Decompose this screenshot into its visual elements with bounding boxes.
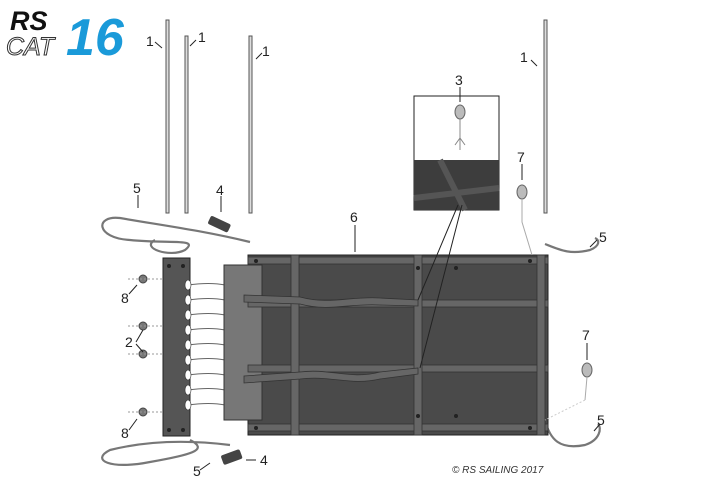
label-block-top: 7 bbox=[517, 149, 525, 165]
label-pole-c: 1 bbox=[262, 43, 270, 59]
ropes bbox=[101, 216, 601, 466]
detail-inset bbox=[413, 95, 500, 369]
label-rope-bottom-left: 5 bbox=[193, 463, 201, 479]
label-rope-top-right: 5 bbox=[599, 229, 607, 245]
front-pocket bbox=[223, 264, 263, 421]
label-bolt-bottom: 8 bbox=[121, 425, 129, 441]
block-bottom bbox=[544, 362, 593, 421]
copyright: © RS SAILING 2017 bbox=[452, 465, 544, 476]
label-cleat-bottom: 4 bbox=[260, 452, 268, 468]
cleat-bottom bbox=[221, 449, 243, 465]
label-lacing: 2 bbox=[125, 334, 133, 350]
rs-cat16-logo: RS CAT 16 bbox=[6, 6, 125, 67]
logo-cat: CAT bbox=[6, 33, 56, 61]
label-rope-top-left: 5 bbox=[133, 180, 141, 196]
label-detail: 3 bbox=[455, 72, 463, 88]
label-pole-b: 1 bbox=[198, 29, 206, 45]
logo-16: 16 bbox=[66, 9, 125, 67]
logo-rs: RS bbox=[10, 6, 48, 36]
label-pole-a: 1 bbox=[146, 33, 154, 49]
label-block-bottom: 7 bbox=[582, 327, 590, 343]
label-rope-bottom-right: 5 bbox=[597, 412, 605, 428]
label-trampoline: 6 bbox=[350, 209, 358, 225]
label-cleat-top: 4 bbox=[216, 182, 224, 198]
trampoline bbox=[223, 254, 549, 436]
label-bolt-top: 8 bbox=[121, 290, 129, 306]
battens bbox=[165, 19, 548, 214]
label-pole-d: 1 bbox=[520, 49, 528, 65]
cleat-top bbox=[208, 216, 231, 233]
block-top bbox=[516, 184, 533, 256]
